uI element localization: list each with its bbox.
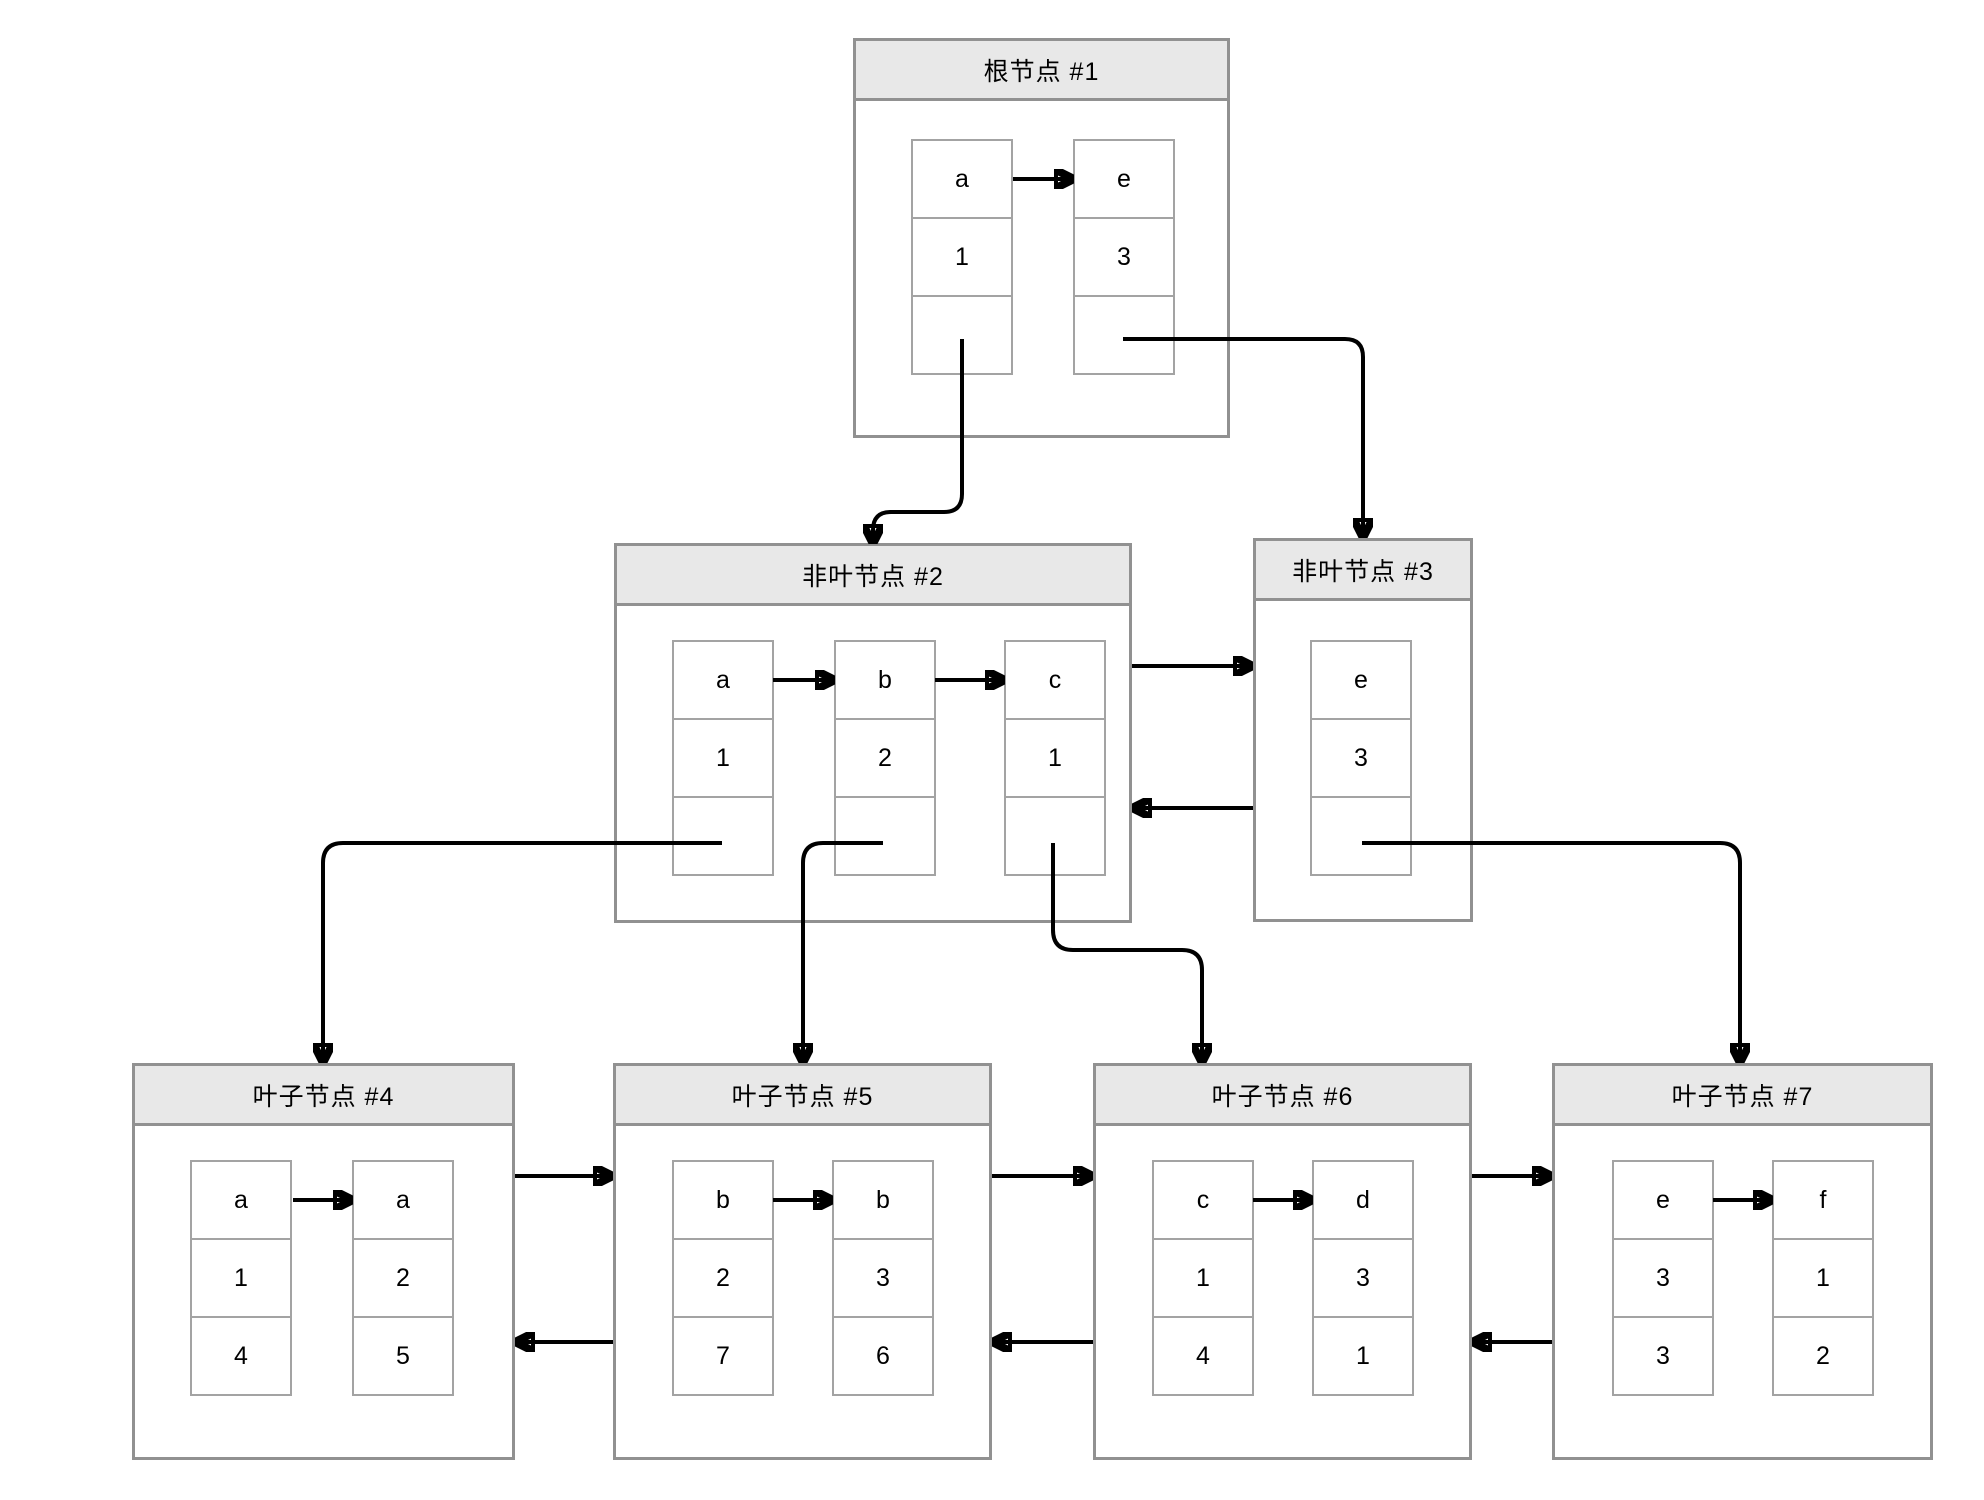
record-cell: a 2 5 xyxy=(352,1160,454,1396)
node-leaf-5: 叶子节点 #5 b 2 7 b 3 6 xyxy=(613,1063,992,1460)
node-leaf-6-title: 叶子节点 #6 xyxy=(1096,1066,1469,1126)
cell-key: b xyxy=(672,1160,774,1240)
cell-pointer xyxy=(911,295,1013,375)
cell-key: a xyxy=(911,139,1013,219)
cell-value: 1 xyxy=(190,1238,292,1318)
node-root-1: 根节点 #1 a 1 e 3 xyxy=(853,38,1230,438)
cell-value: 1 xyxy=(1004,718,1106,798)
cell-pointer xyxy=(834,796,936,876)
cell-pointer xyxy=(672,796,774,876)
cell-key: e xyxy=(1073,139,1175,219)
cell-value: 5 xyxy=(352,1316,454,1396)
node-leaf-4: 叶子节点 #4 a 1 4 a 2 5 xyxy=(132,1063,515,1460)
cell-key: b xyxy=(832,1160,934,1240)
node-leaf-7: 叶子节点 #7 e 3 3 f 1 2 xyxy=(1552,1063,1933,1460)
node-leaf-7-title: 叶子节点 #7 xyxy=(1555,1066,1930,1126)
cell-key: b xyxy=(834,640,936,720)
cell-value: 2 xyxy=(352,1238,454,1318)
record-cell: e 3 xyxy=(1310,640,1412,876)
cell-value: 3 xyxy=(832,1238,934,1318)
cell-key: c xyxy=(1004,640,1106,720)
cell-value: 1 xyxy=(911,217,1013,297)
cell-value: 2 xyxy=(1772,1316,1874,1396)
node-internal-3-title: 非叶节点 #3 xyxy=(1256,541,1470,601)
cell-key: e xyxy=(1310,640,1412,720)
cell-value: 4 xyxy=(190,1316,292,1396)
record-cell: b 2 7 xyxy=(672,1160,774,1396)
record-cell: b 3 6 xyxy=(832,1160,934,1396)
cell-key: a xyxy=(190,1160,292,1240)
record-cell: d 3 1 xyxy=(1312,1160,1414,1396)
cell-key: d xyxy=(1312,1160,1414,1240)
cell-value: 7 xyxy=(672,1316,774,1396)
record-cell: a 1 xyxy=(672,640,774,876)
cell-value: 1 xyxy=(672,718,774,798)
node-leaf-4-title: 叶子节点 #4 xyxy=(135,1066,512,1126)
cell-value: 2 xyxy=(834,718,936,798)
cell-value: 1 xyxy=(1772,1238,1874,1318)
record-cell: f 1 2 xyxy=(1772,1160,1874,1396)
node-internal-3: 非叶节点 #3 e 3 xyxy=(1253,538,1473,922)
cell-pointer xyxy=(1004,796,1106,876)
node-internal-2-title: 非叶节点 #2 xyxy=(617,546,1129,606)
cell-key: e xyxy=(1612,1160,1714,1240)
cell-key: a xyxy=(672,640,774,720)
node-leaf-5-title: 叶子节点 #5 xyxy=(616,1066,989,1126)
record-cell: c 1 4 xyxy=(1152,1160,1254,1396)
record-cell: a 1 4 xyxy=(190,1160,292,1396)
cell-value: 3 xyxy=(1612,1316,1714,1396)
record-cell: a 1 xyxy=(911,139,1013,375)
cell-pointer xyxy=(1073,295,1175,375)
cell-value: 4 xyxy=(1152,1316,1254,1396)
cell-value: 3 xyxy=(1312,1238,1414,1318)
cell-value: 1 xyxy=(1152,1238,1254,1318)
record-cell: e 3 xyxy=(1073,139,1175,375)
cell-value: 3 xyxy=(1073,217,1175,297)
cell-value: 6 xyxy=(832,1316,934,1396)
cell-value: 2 xyxy=(672,1238,774,1318)
cell-value: 1 xyxy=(1312,1316,1414,1396)
cell-key: f xyxy=(1772,1160,1874,1240)
cell-key: a xyxy=(352,1160,454,1240)
node-leaf-6: 叶子节点 #6 c 1 4 d 3 1 xyxy=(1093,1063,1472,1460)
node-internal-2: 非叶节点 #2 a 1 b 2 c 1 xyxy=(614,543,1132,923)
node-root-1-title: 根节点 #1 xyxy=(856,41,1227,101)
cell-key: c xyxy=(1152,1160,1254,1240)
record-cell: e 3 3 xyxy=(1612,1160,1714,1396)
cell-value: 3 xyxy=(1612,1238,1714,1318)
record-cell: c 1 xyxy=(1004,640,1106,876)
cell-value: 3 xyxy=(1310,718,1412,798)
cell-pointer xyxy=(1310,796,1412,876)
record-cell: b 2 xyxy=(834,640,936,876)
